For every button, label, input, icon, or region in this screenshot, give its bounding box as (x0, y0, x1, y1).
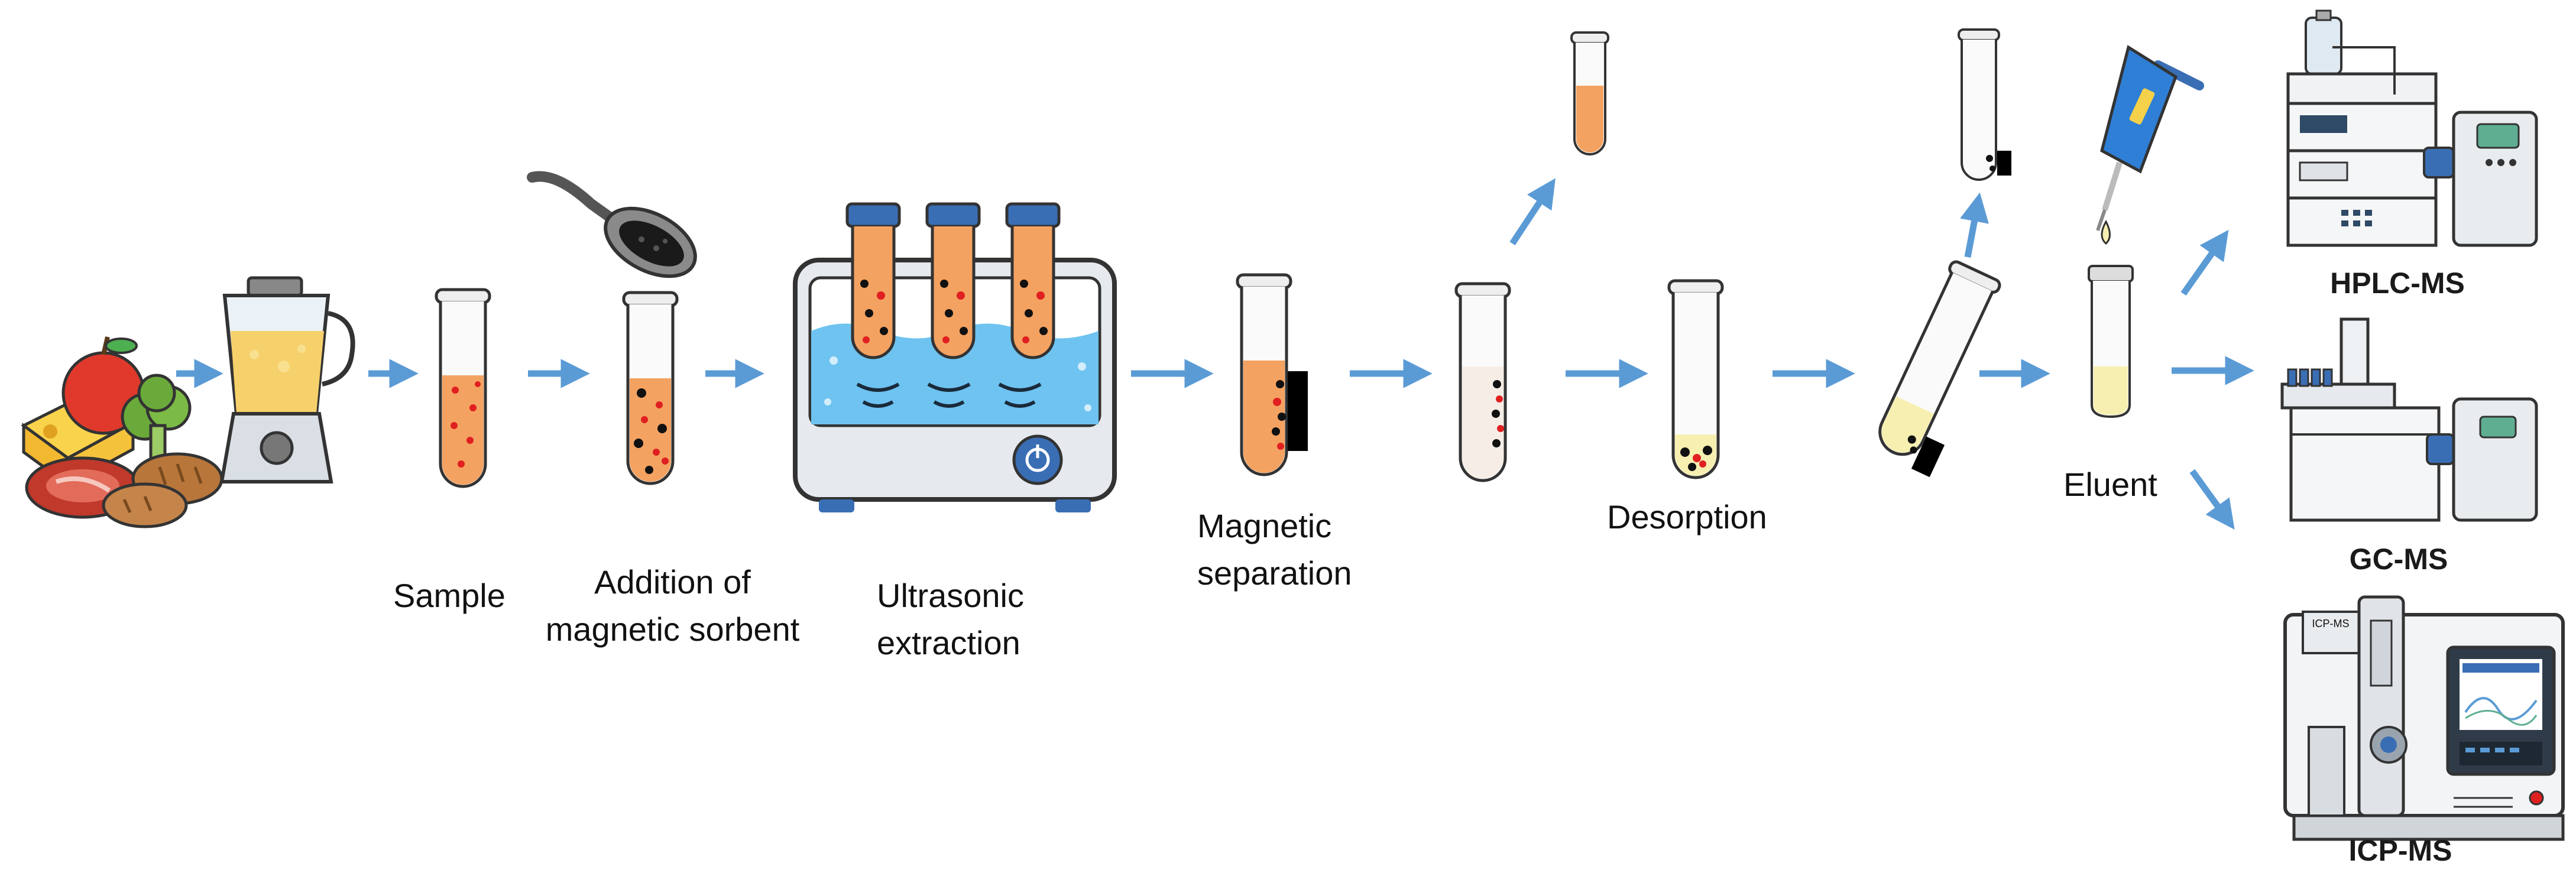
icp-ms-badge: ICP-MS (2312, 618, 2350, 629)
label-desorption: Desorption (1607, 498, 1767, 536)
sample-tube-icon (435, 288, 491, 488)
hplc-ms-icon (2286, 9, 2538, 247)
label-magnetic: Magnetic separation (1197, 502, 1352, 597)
label-magnetic-line1: Magnetic (1197, 507, 1332, 544)
label-addition: Addition of magnetic sorbent (538, 559, 807, 653)
gc-ms-icon (2280, 317, 2538, 522)
sorbent-tube-icon (622, 291, 679, 485)
magnet-separation-tube-icon (1236, 273, 1308, 476)
icp-ms-icon: ICP-MS (2283, 595, 2565, 841)
arrow-tilted-to-waste (1960, 192, 1989, 258)
label-ultrasonic-line1: Ultrasonic (877, 577, 1024, 614)
eluent-vial-icon (2088, 265, 2134, 418)
label-ultrasonic: Ultrasonic extraction (877, 572, 1024, 667)
label-icp-ms: ICP-MS (2348, 834, 2452, 867)
label-sample: Sample (393, 577, 506, 614)
flow-arrows (176, 178, 2254, 530)
label-addition-line1: Addition of (594, 563, 751, 601)
separated-tube-icon (1454, 282, 1511, 482)
supernatant-tube-icon (1570, 31, 1609, 155)
food-icon (21, 336, 223, 528)
label-addition-line2: magnetic sorbent (545, 611, 800, 648)
label-eluent: Eluent (2063, 466, 2157, 503)
arrow-separated-to-supernatant (1509, 178, 1556, 246)
arrow-vial-to-icp (2189, 469, 2235, 530)
desorption-tube-icon (1667, 279, 1724, 479)
label-ultrasonic-line2: extraction (877, 624, 1020, 661)
waste-tube-icon (1958, 28, 2011, 181)
ultrasonic-bath-icon (793, 202, 1117, 512)
blender-icon (219, 276, 355, 483)
label-hplc-ms: HPLC-MS (2330, 267, 2465, 300)
label-magnetic-line2: separation (1197, 554, 1352, 592)
arrow-vial-to-hplc (2180, 229, 2229, 296)
spoon-icon (527, 171, 697, 278)
label-gc-ms: GC-MS (2349, 543, 2448, 576)
pipette-icon (2096, 45, 2204, 245)
tilted-magnet-tube-icon (1878, 260, 2001, 478)
